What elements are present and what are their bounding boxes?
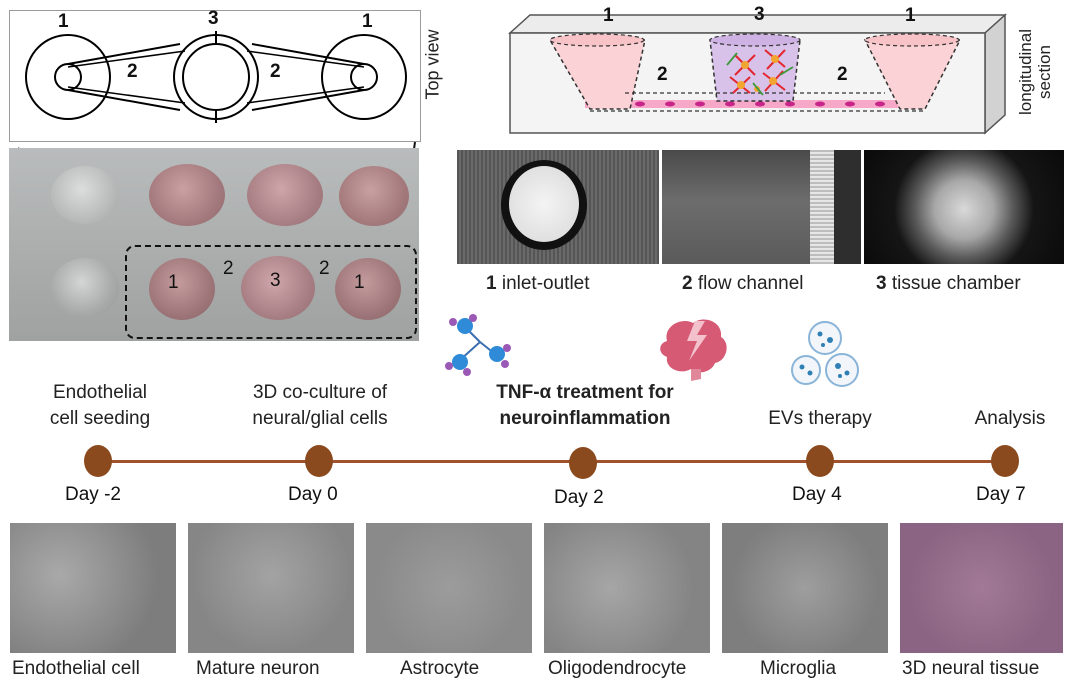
photo-num-2-left: 2 (223, 258, 234, 279)
timeline-dot-day-minus2 (84, 445, 112, 477)
timeline-line (97, 460, 1007, 463)
top-view-num-2-right: 2 (270, 61, 281, 82)
caption-microglia: Microglia (760, 658, 837, 679)
caption-flow-channel: 2 flow channel (682, 273, 804, 294)
section-num-2-left: 2 (657, 64, 668, 85)
well-bottom-3 (241, 256, 315, 320)
micrograph-neuron (188, 523, 354, 653)
top-view-num-2-left: 2 (127, 61, 138, 82)
micrograph-endothelial (10, 523, 176, 653)
timeline-dot-day2 (569, 447, 597, 479)
timeline-step-1-text: Endothelial cell seeding (49, 382, 151, 429)
timeline-dot-day7 (991, 445, 1019, 477)
section-num-3: 3 (754, 4, 765, 25)
well-filled-1 (149, 164, 225, 226)
flow-channel-image (662, 150, 861, 264)
well-empty-2 (51, 258, 119, 318)
photo-num-1-right: 1 (354, 272, 365, 293)
timeline-dot-day0 (305, 445, 333, 477)
caption-endothelial: Endothelial cell (12, 658, 140, 679)
caption-tissue-chamber: 3 tissue chamber (876, 273, 1021, 294)
tissue-chamber-image (864, 150, 1064, 264)
section-label: longitudinal section (1016, 29, 1054, 116)
timeline-dot-day4 (806, 445, 834, 477)
day-label-0: Day 0 (288, 484, 338, 505)
day-label-7: Day 7 (976, 484, 1026, 505)
photo-num-3: 3 (270, 270, 281, 291)
caption-neuron: Mature neuron (196, 658, 320, 679)
well-empty-1 (51, 166, 119, 224)
evs-icon (791, 321, 859, 387)
top-view-num-1-right: 1 (362, 11, 373, 32)
inlet-outlet-image (457, 150, 659, 264)
day-label-2: Day 2 (554, 487, 604, 508)
photo-dashed-box (125, 245, 417, 339)
micrograph-microglia (722, 523, 888, 653)
top-view-num-3: 3 (208, 8, 219, 29)
section-num-1-right: 1 (905, 5, 916, 26)
top-view-num-1-left: 1 (58, 11, 69, 32)
well-bottom-1 (149, 258, 215, 320)
day-label-4: Day 4 (792, 484, 842, 505)
caption-3d-tissue: 3D neural tissue (902, 658, 1040, 679)
tnf-alpha-icon (445, 314, 511, 376)
inflamed-brain-icon (660, 319, 727, 381)
top-view-panel: 1 2 3 2 1 (9, 8, 421, 142)
micrograph-oligodendrocyte (544, 523, 710, 653)
section-schematic (508, 13, 1007, 135)
micrograph-3d-tissue (900, 523, 1063, 653)
well-filled-2 (247, 164, 323, 226)
caption-inlet-outlet: 1 inlet-outlet (486, 273, 590, 294)
caption-oligodendrocyte: Oligodendrocyte (548, 658, 687, 679)
photo-num-1-left: 1 (168, 272, 179, 293)
well-filled-3 (339, 166, 409, 226)
caption-astrocyte: Astrocyte (400, 658, 480, 679)
timeline-step-5-text: Analysis (974, 408, 1046, 429)
micrograph-astrocyte (366, 523, 532, 653)
timeline-step-3-text: TNF-α treatment for neuroinflammation (496, 382, 674, 429)
timeline-step-2-text: 3D co-culture of neural/glial cells (252, 382, 388, 429)
section-num-1-left: 1 (603, 5, 614, 26)
timeline-step-4-text: EVs therapy (768, 408, 872, 429)
top-view-schematic (25, 31, 407, 123)
section-num-2-right: 2 (837, 64, 848, 85)
chip-photo: 1 2 3 2 1 (9, 148, 419, 341)
photo-num-2-right: 2 (319, 258, 330, 279)
day-label-minus2: Day -2 (65, 484, 121, 505)
well-bottom-1b (335, 258, 401, 320)
